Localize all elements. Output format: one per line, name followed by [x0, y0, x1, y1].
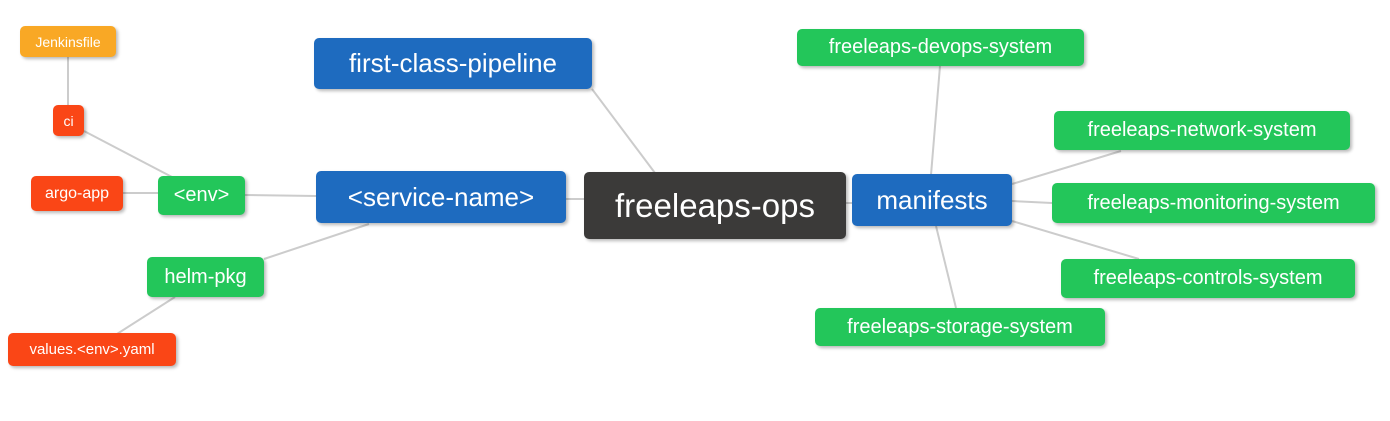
- edge-env-service-name: [244, 194, 317, 197]
- node-helm-pkg[interactable]: helm-pkg: [147, 257, 264, 297]
- edge-first-class-pipeline-freeleaps-ops: [591, 88, 656, 174]
- node-freeleaps-controls-system[interactable]: freeleaps-controls-system: [1061, 259, 1355, 298]
- edge-manifests-network-system: [1011, 150, 1122, 185]
- edge-manifests-controls-system: [1011, 220, 1140, 260]
- node-service-name[interactable]: <service-name>: [316, 171, 566, 223]
- edge-values-env-yaml-helm-pkg: [116, 296, 176, 335]
- node-first-class-pipeline[interactable]: first-class-pipeline: [314, 38, 592, 89]
- node-ci[interactable]: ci: [53, 105, 84, 136]
- node-jenkinsfile[interactable]: Jenkinsfile: [20, 26, 116, 57]
- node-argo-app[interactable]: argo-app: [31, 176, 123, 211]
- node-freeleaps-network-system[interactable]: freeleaps-network-system: [1054, 111, 1350, 150]
- node-freeleaps-monitoring-system[interactable]: freeleaps-monitoring-system: [1052, 183, 1375, 223]
- node-values-env-yaml[interactable]: values.<env>.yaml: [8, 333, 176, 366]
- edge-helm-pkg-service-name: [263, 223, 370, 260]
- edge-manifests-monitoring-system: [1011, 200, 1053, 204]
- edge-ci-env: [83, 130, 173, 178]
- node-freeleaps-ops[interactable]: freeleaps-ops: [584, 172, 846, 239]
- node-env[interactable]: <env>: [158, 176, 245, 215]
- edge-manifests-devops-system: [930, 65, 941, 176]
- edge-manifests-storage-system: [935, 225, 957, 309]
- node-freeleaps-devops-system[interactable]: freeleaps-devops-system: [797, 29, 1084, 66]
- node-manifests[interactable]: manifests: [852, 174, 1012, 226]
- node-freeleaps-storage-system[interactable]: freeleaps-storage-system: [815, 308, 1105, 346]
